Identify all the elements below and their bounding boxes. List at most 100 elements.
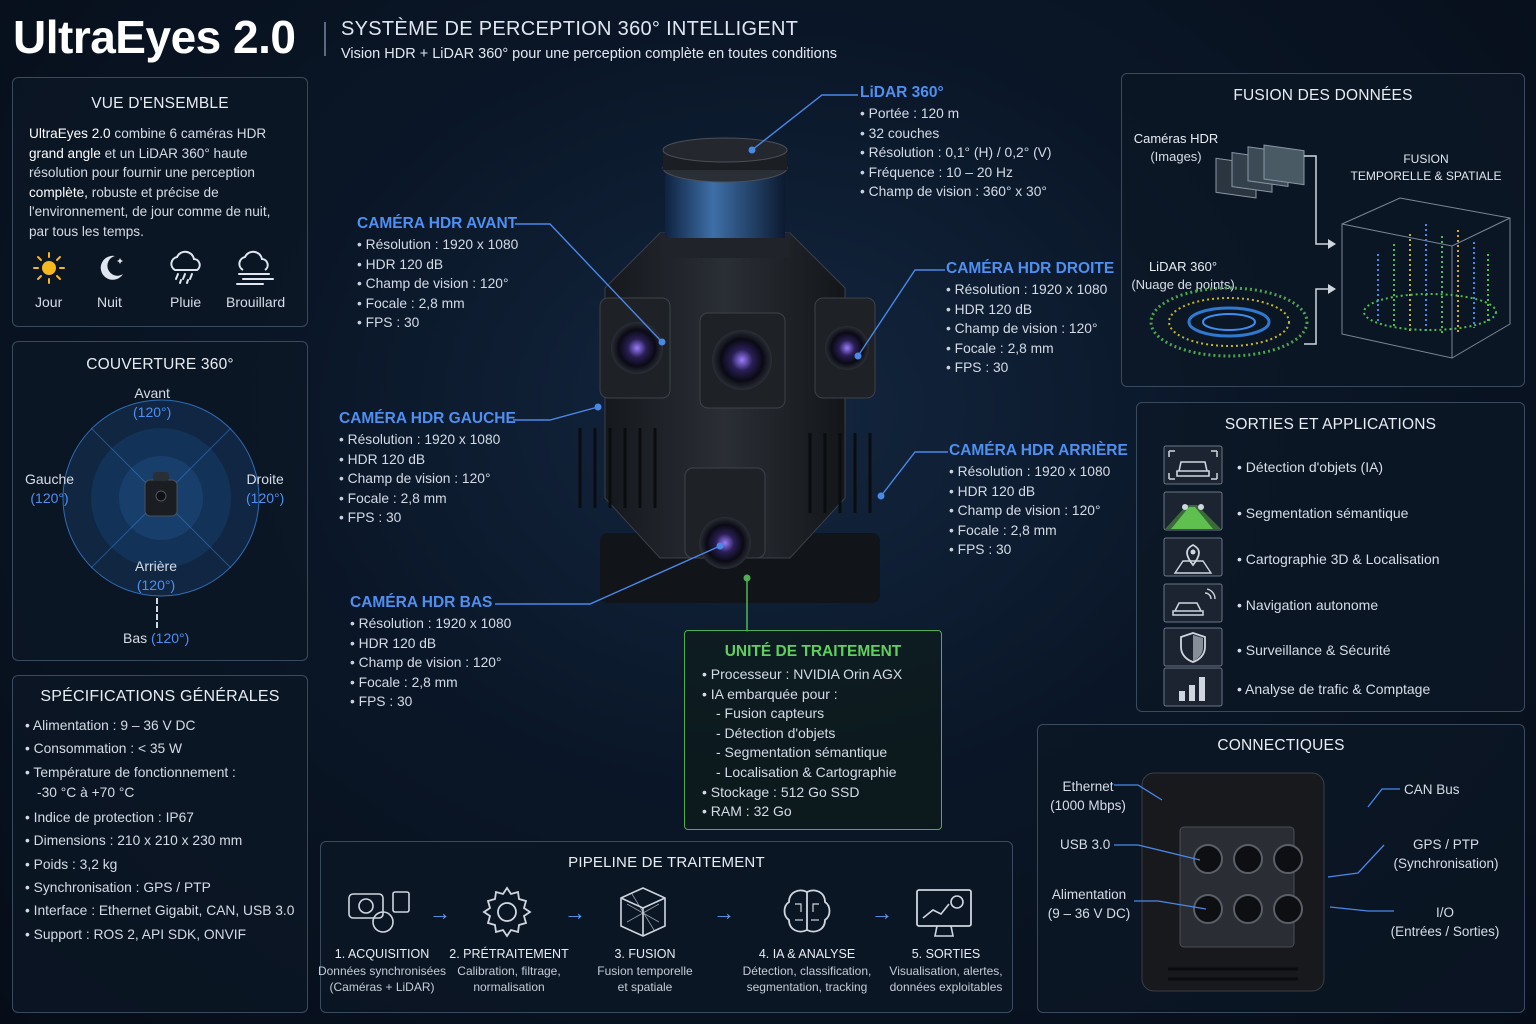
arrow-icon: → <box>713 900 735 925</box>
coverage-bottom-connector <box>156 598 158 628</box>
condition-night: Nuit <box>97 294 122 310</box>
overview-line-3: résolution pour fournir une perception <box>29 165 255 181</box>
outputs-panel: SORTIES ET APPLICATIONS • Détection d'ob… <box>1136 402 1525 712</box>
camera-acquisition-icon <box>348 891 410 933</box>
port-ethernet-label: Ethernet(1000 Mbps) <box>1050 779 1126 813</box>
bar-chart-icon <box>1163 667 1223 707</box>
connector-box-illustration <box>1141 772 1325 992</box>
lidar-range: Portée : 120 m <box>860 104 1051 124</box>
condition-rain: Pluie <box>170 294 202 310</box>
arrow-icon: → <box>429 900 451 925</box>
processing-cpu: • Processeur : NVIDIA Orin AGX <box>702 666 903 682</box>
spec-interface: • Interface : Ethernet Gigabit, CAN, USB… <box>25 903 295 919</box>
fusion-title: FUSION DES DONNÉES <box>1233 87 1413 104</box>
camera-front-callout: CAMÉRA HDR AVANT Résolution : 1920 x 108… <box>357 215 518 333</box>
coverage-left-label: Gauche(120°) <box>25 471 75 506</box>
processing-ai: • IA embarquée pour : <box>702 685 838 702</box>
moon-icon <box>100 255 123 280</box>
condition-fog: Brouillard <box>226 294 286 310</box>
connectors-panel: CONNECTIQUES Ethernet(1000 Mbps) USB 3.0… <box>1037 724 1525 1013</box>
overview-bold-wide: grand angle <box>29 145 101 161</box>
camera-bottom-callout: CAMÉRA HDR BAS Résolution : 1920 x 1080H… <box>350 594 511 712</box>
coverage-diagram <box>62 399 260 597</box>
shield-icon <box>1163 627 1223 667</box>
spec-protection: • Indice de protection : IP67 <box>25 809 194 825</box>
overview-line-6: par tous les temps. <box>29 223 144 239</box>
processing-sub-3: - Segmentation sémantique <box>716 744 888 761</box>
arrow-icon: → <box>564 900 586 925</box>
spec-temperature: • Température de fonctionnement : <box>25 764 236 780</box>
fusion-panel: FUSION DES DONNÉES Caméras HDR(Images) L… <box>1121 73 1525 387</box>
lidar-layers: 32 couches <box>860 124 1051 144</box>
spec-weight: • Poids : 3,2 kg <box>25 856 118 872</box>
output-item-4: • Navigation autonome <box>1237 597 1379 613</box>
overview-title: VUE D'ENSEMBLE <box>91 95 229 112</box>
autonomous-car-icon <box>1163 583 1223 623</box>
overview-line-2: et un LiDAR 360° haute <box>104 145 248 161</box>
overview-line-5: l'environnement, de jour comme de nuit, <box>29 204 271 220</box>
output-item-3: • Cartographie 3D & Localisation <box>1237 551 1440 567</box>
connectors-title: CONNECTIQUES <box>1217 737 1345 754</box>
map-pin-icon <box>1163 537 1223 577</box>
lidar-fov: Champ de vision : 360° x 30° <box>860 182 1051 202</box>
pipeline-panel: PIPELINE DE TRAITEMENT → → → → 1. ACQUIS… <box>318 841 1013 1013</box>
spec-dimensions: • Dimensions : 210 x 210 x 230 mm <box>25 833 243 849</box>
port-usb-label: USB 3.0 <box>1060 837 1111 852</box>
monitor-chart-icon <box>916 889 972 937</box>
overview-bold-product: UltraEyes 2.0 <box>29 126 111 141</box>
lidar-frequency: Fréquence : 10 – 20 Hz <box>860 163 1051 183</box>
port-power-label: Alimentation(9 – 36 V DC) <box>1047 887 1131 921</box>
lidar-resolution: Résolution : 0,1° (H) / 0,2° (V) <box>860 143 1052 163</box>
processing-unit-panel: UNITÉ DE TRAITEMENT • Processeur : NVIDI… <box>684 630 942 830</box>
lidar-title: LiDAR 360° <box>860 84 944 101</box>
lidar-callout: LiDAR 360° Portée : 120 m 32 couches Rés… <box>860 84 1051 202</box>
fusion-cube-icon <box>1341 197 1511 359</box>
general-specs-list: • Alimentation : 9 – 36 V DC • Consommat… <box>25 714 294 946</box>
fusion-lidar-label: LiDAR 360°(Nuage de points) <box>1131 259 1235 292</box>
processing-title: UNITÉ DE TRAITEMENT <box>724 643 902 660</box>
image-stack-icon <box>1215 144 1305 199</box>
page-subtitle: SYSTÈME DE PERCEPTION 360° INTELLIGENT <box>341 18 799 40</box>
spec-temperature-range: -30 °C à +70 °C <box>37 784 135 800</box>
device-illustration <box>578 137 880 603</box>
output-item-6: • Analyse de trafic & Comptage <box>1237 681 1431 697</box>
coverage-bottom-label: Bas (120°) <box>123 630 190 646</box>
product-title: UltraEyes 2.0 <box>13 11 296 63</box>
output-item-5: • Surveillance & Sécurité <box>1237 642 1391 658</box>
overview-line-1: combine 6 caméras HDR <box>114 126 267 141</box>
coverage-rear-label: Arrière(120°) <box>135 558 178 593</box>
camera-right-callout: CAMÉRA HDR DROITE Résolution : 1920 x 10… <box>946 260 1114 378</box>
port-can-label: CAN Bus <box>1404 782 1460 797</box>
rain-cloud-icon <box>170 250 201 284</box>
arrow-icon: → <box>871 900 893 925</box>
processing-sub-2: - Détection d'objets <box>716 724 836 741</box>
output-item-1: • Détection d'objets (IA) <box>1237 459 1384 475</box>
port-gps-label: GPS / PTP(Synchronisation) <box>1393 837 1499 871</box>
spec-sync: • Synchronisation : GPS / PTP <box>25 880 211 896</box>
spec-support: • Support : ROS 2, API SDK, ONVIF <box>25 926 247 942</box>
fusion-camera-label: Caméras HDR(Images) <box>1133 131 1219 164</box>
page-tagline: Vision HDR + LiDAR 360° pour une percept… <box>341 46 838 62</box>
processing-storage: • Stockage : 512 Go SSD <box>702 783 860 800</box>
header-divider <box>324 22 326 56</box>
fog-cloud-icon <box>236 250 274 285</box>
fusion-arrows <box>1304 155 1336 345</box>
gear-icon <box>482 886 532 938</box>
overview-panel: VUE D'ENSEMBLE UltraEyes 2.0 combine 6 c… <box>12 77 308 327</box>
general-specs-title: SPÉCIFICATIONS GÉNÉRALES <box>40 688 280 705</box>
connector-callout-lines <box>1114 784 1400 912</box>
pipeline-title: PIPELINE DE TRAITEMENT <box>568 854 765 871</box>
overview-bold-complete: complète, <box>29 184 88 200</box>
processing-ram: • RAM : 32 Go <box>702 803 792 820</box>
outputs-title: SORTIES ET APPLICATIONS <box>1224 416 1437 433</box>
overview-line-4: robuste et précise de <box>91 184 219 200</box>
coverage-right-label: Droite(120°) <box>246 471 285 506</box>
general-specs-panel: SPÉCIFICATIONS GÉNÉRALES • Alimentation … <box>12 675 308 1013</box>
fusion-cube-pipeline-icon <box>620 887 666 937</box>
